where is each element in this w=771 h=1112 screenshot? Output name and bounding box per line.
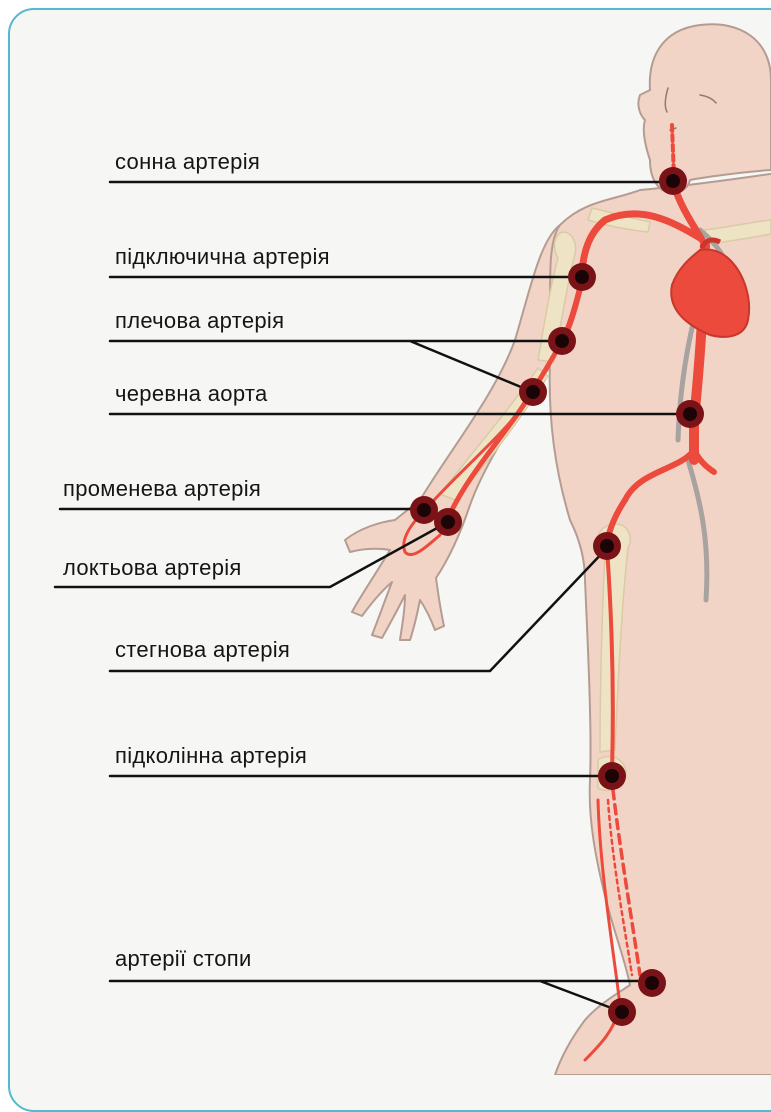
label-foot-arteries: артерії стопи bbox=[115, 946, 252, 972]
pulse-point-marker bbox=[519, 378, 547, 406]
label-abdominal-aorta: черевна аорта bbox=[115, 381, 268, 407]
right-arm bbox=[345, 225, 585, 640]
pulse-point-marker bbox=[434, 508, 462, 536]
pulse-point-marker bbox=[638, 969, 666, 997]
label-carotid-artery: сонна артерія bbox=[115, 149, 260, 175]
label-popliteal-artery: підколінна артерія bbox=[115, 743, 307, 769]
pulse-point-marker bbox=[608, 998, 636, 1026]
pulse-point-marker bbox=[598, 762, 626, 790]
head-and-neck bbox=[638, 24, 771, 193]
label-radial-artery: променева артерія bbox=[63, 476, 261, 502]
label-femoral-artery: стегнова артерія bbox=[115, 637, 290, 663]
pulse-point-marker bbox=[548, 327, 576, 355]
leader-foot bbox=[110, 981, 652, 1012]
label-ulnar-artery: локтьова артерія bbox=[63, 555, 242, 581]
pulse-point-marker bbox=[568, 263, 596, 291]
pulse-point-marker bbox=[410, 496, 438, 524]
pulse-point-marker bbox=[659, 167, 687, 195]
arterial-pulse-diagram: сонна артерія підключична артерія плечов… bbox=[0, 0, 771, 1075]
pulse-point-marker bbox=[593, 532, 621, 560]
label-brachial-artery: плечова артерія bbox=[115, 308, 284, 334]
pulse-point-marker bbox=[676, 400, 704, 428]
label-subclavian-artery: підключична артерія bbox=[115, 244, 330, 270]
